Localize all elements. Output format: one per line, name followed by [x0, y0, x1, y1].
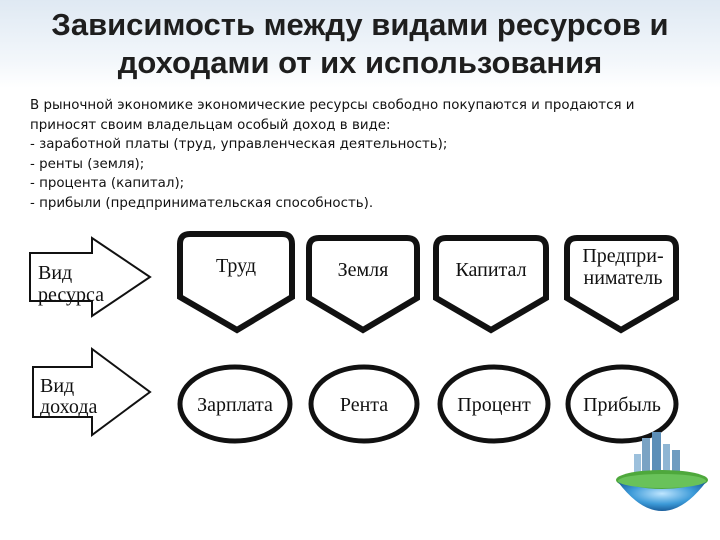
arrow-label-line-2: дохода: [40, 396, 98, 418]
arrow-shape: [29, 236, 152, 318]
income-label: Прибыль: [583, 394, 661, 416]
title-band: [0, 0, 720, 88]
resource-type-arrow: Вид ресурса: [29, 236, 152, 318]
resource-entrepreneur: Предпри- ниматель: [564, 235, 679, 334]
resource-label-line-2: ниматель: [583, 267, 662, 289]
income-label: Процент: [457, 394, 531, 416]
income-interest: Процент: [437, 364, 551, 444]
income-shape: [308, 364, 420, 444]
arrow-label-line-2: ресурса: [38, 284, 104, 306]
resource-land: Земля: [306, 235, 420, 334]
intro-line: приносят своим владельцам особый доход в…: [30, 117, 391, 133]
income-shape: [177, 364, 293, 444]
income-label: Зарплата: [197, 394, 273, 416]
resource-label: Капитал: [455, 259, 526, 281]
globe-city-icon: [616, 432, 708, 511]
arrow-label-line-1: Вид: [40, 375, 74, 397]
income-type-arrow: Вид дохода: [32, 347, 152, 437]
intro-line: - процента (капитал);: [30, 176, 185, 191]
resource-shape: [306, 235, 420, 334]
resource-shape: [564, 235, 679, 334]
income-wage: Зарплата: [177, 364, 293, 444]
arrow-label-line-1: Вид: [38, 262, 72, 284]
title-line-1: Зависимость между видами ресурсов и: [51, 7, 669, 42]
income-shape: [437, 364, 551, 444]
intro-text: В рыночной экономике экономические ресур…: [30, 96, 700, 213]
intro-line: - заработной платы (труд, управленческая…: [30, 137, 448, 152]
income-rent: Рента: [308, 364, 420, 444]
page-title: Зависимость между видами ресурсов и дохо…: [20, 6, 700, 82]
resource-capital: Капитал: [433, 235, 549, 334]
resource-label: Труд: [216, 255, 256, 277]
income-profit: Прибыль: [565, 364, 679, 444]
resource-label-line-1: Предпри-: [582, 245, 663, 267]
resource-label: Земля: [338, 259, 389, 281]
intro-line: В рыночной экономике экономические ресур…: [30, 98, 635, 113]
income-shape: [565, 364, 679, 444]
intro-line: - прибыли (предпринимательская способнос…: [30, 195, 374, 211]
resource-shape: [433, 235, 549, 334]
intro-line: - ренты (земля);: [30, 156, 145, 172]
resource-labor: Труд: [177, 231, 295, 334]
title-line-2: доходами от их использования: [117, 45, 603, 80]
arrow-shape: [32, 347, 152, 437]
income-label: Рента: [340, 394, 388, 416]
resource-shape: [177, 231, 295, 334]
